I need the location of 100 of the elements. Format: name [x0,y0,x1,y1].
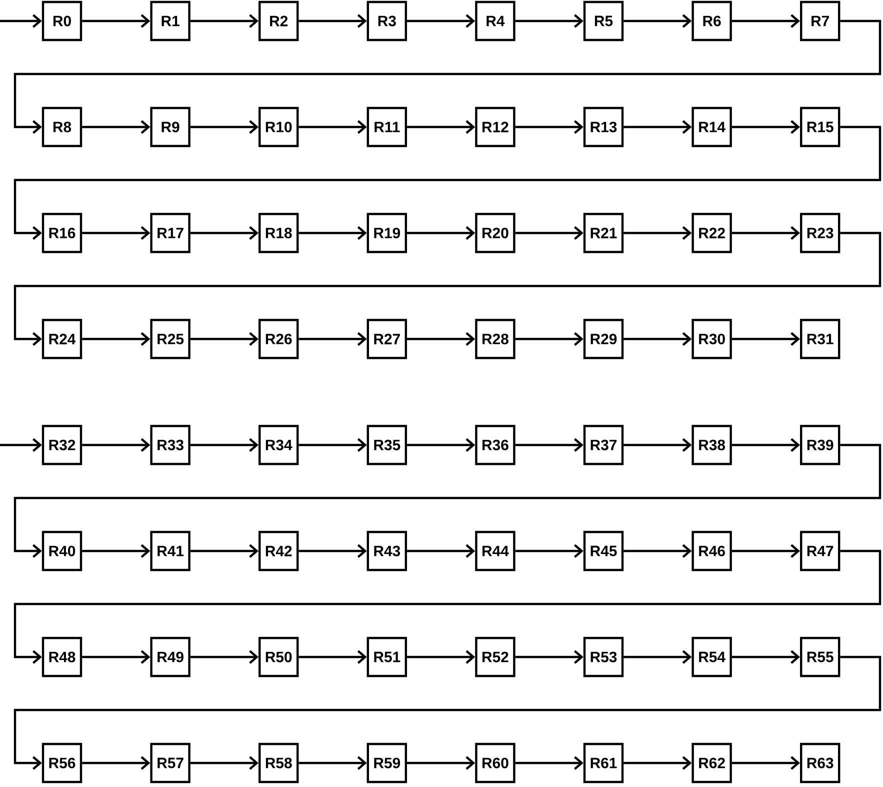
register-box: R9 [150,106,190,148]
arrow [298,438,367,452]
register-box: R37 [583,424,624,466]
arrow [732,544,800,558]
register-box: R25 [150,318,190,360]
arrow [407,756,476,770]
arrow [190,332,258,346]
arrow [82,438,150,452]
register-box: R11 [366,106,408,148]
arrow [82,756,150,770]
register-box: R23 [800,212,840,254]
register-box: R36 [475,424,516,466]
register-box: R56 [42,742,82,784]
arrow [515,332,584,346]
arrow [298,650,367,664]
arrow [14,550,882,664]
register-box: R54 [692,636,732,678]
arrow [624,332,692,346]
arrow [407,438,476,452]
arrow [732,120,800,134]
register-box: R19 [366,212,408,254]
arrow [515,544,584,558]
arrow [190,756,258,770]
register-box: R28 [475,318,516,360]
register-box: R58 [258,742,299,784]
arrow [407,14,476,28]
arrow [624,650,692,664]
register-box: R15 [800,106,840,148]
arrow [407,120,476,134]
register-box: R4 [475,0,516,42]
register-box: R13 [583,106,624,148]
register-box: R33 [150,424,190,466]
register-box: R1 [150,0,190,42]
arrow [732,332,800,346]
register-box: R41 [150,530,190,572]
register-box: R39 [800,424,840,466]
register-box: R40 [42,530,82,572]
arrow [515,14,584,28]
register-box: R2 [258,0,299,42]
register-box: R62 [692,742,732,784]
arrow [0,438,42,452]
register-box: R57 [150,742,190,784]
register-box: R26 [258,318,299,360]
register-box: R21 [583,212,624,254]
register-box: R38 [692,424,732,466]
register-box: R45 [583,530,624,572]
register-box: R53 [583,636,624,678]
register-box: R16 [42,212,82,254]
arrow [624,120,692,134]
register-box: R17 [150,212,190,254]
register-box: R10 [258,106,299,148]
register-box: R12 [475,106,516,148]
arrow [82,650,150,664]
arrow [624,226,692,240]
register-box: R27 [366,318,408,360]
register-box: R5 [583,0,624,42]
arrow [624,544,692,558]
arrow [515,650,584,664]
register-box: R8 [42,106,82,148]
register-box: R6 [692,0,732,42]
register-box: R61 [583,742,624,784]
arrow [732,650,800,664]
register-box: R46 [692,530,732,572]
register-box: R55 [800,636,840,678]
register-box: R52 [475,636,516,678]
register-box: R22 [692,212,732,254]
arrow [732,438,800,452]
register-box: R43 [366,530,408,572]
arrow [732,14,800,28]
arrow [190,226,258,240]
arrow [407,544,476,558]
arrow [515,226,584,240]
register-box: R14 [692,106,732,148]
arrow [14,20,882,134]
register-box: R32 [42,424,82,466]
arrow [298,544,367,558]
arrow [14,656,882,770]
arrow [190,120,258,134]
arrow [298,756,367,770]
arrow [298,120,367,134]
register-box: R59 [366,742,408,784]
register-box: R29 [583,318,624,360]
register-box: R42 [258,530,299,572]
register-box: R51 [366,636,408,678]
arrow [82,544,150,558]
register-box: R30 [692,318,732,360]
arrow [624,438,692,452]
register-box: R48 [42,636,82,678]
arrow [298,14,367,28]
register-box: R24 [42,318,82,360]
arrow [82,120,150,134]
arrow [14,444,882,558]
register-box: R31 [800,318,840,360]
register-box: R20 [475,212,516,254]
arrow [515,438,584,452]
register-box: R49 [150,636,190,678]
arrow [515,756,584,770]
arrow [732,756,800,770]
arrow [407,332,476,346]
register-box: R0 [42,0,82,42]
